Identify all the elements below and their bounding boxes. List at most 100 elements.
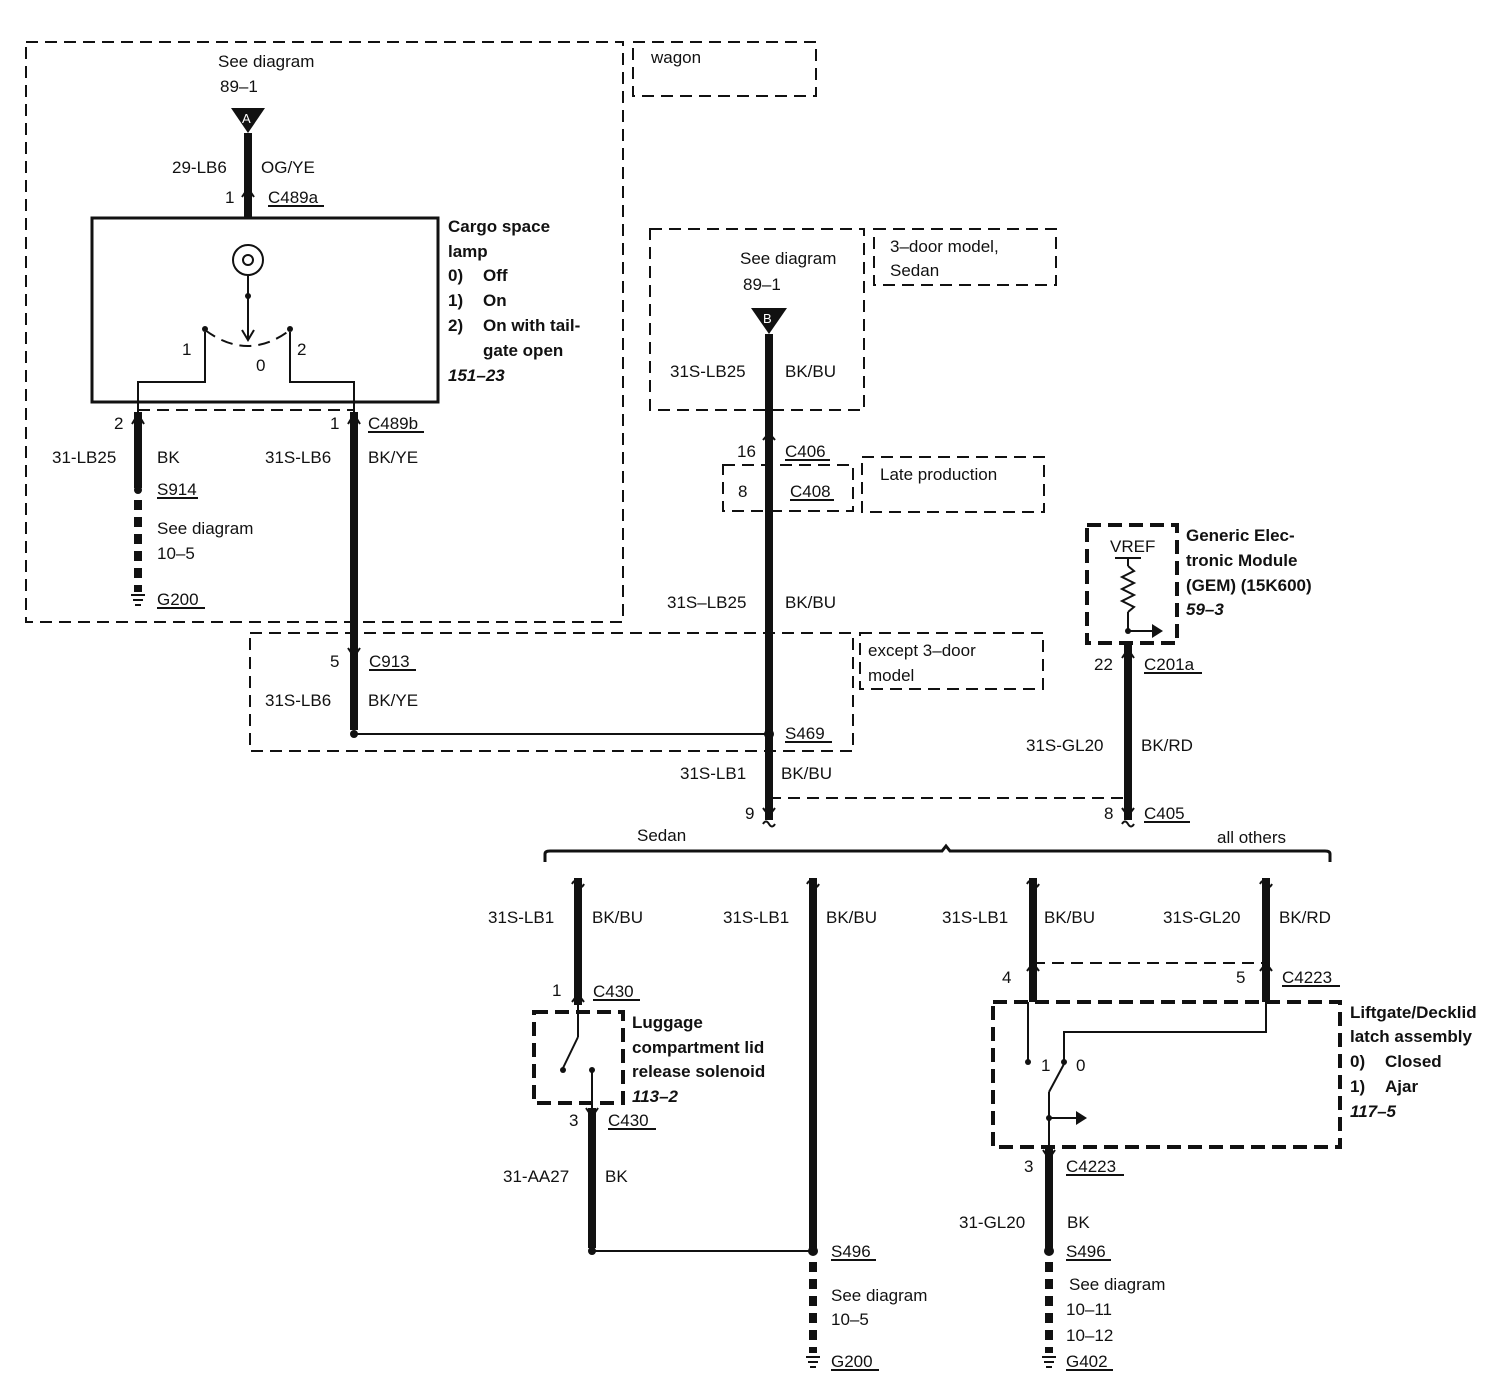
latch-state-0-num: 0) [1350,1052,1365,1071]
c4223-pin4-arrow [1026,961,1040,972]
wire-31s-lb25-lower-color: BK/BU [785,593,836,612]
c406-pin: 16 [737,442,756,461]
c489a-arrow [241,186,255,198]
cargo-lamp-title-1: Cargo space [448,217,550,236]
g402-see-diagram: See diagram [1069,1275,1165,1294]
3door-region-box [649,228,865,411]
wire-31s-lb1-others-color: BK/BU [1044,908,1095,927]
latch-state-1-num: 1) [1350,1077,1365,1096]
latch-state-1: Ajar [1385,1077,1418,1096]
ref-a-triangle [231,108,265,133]
solenoid-title-1: Luggage [632,1013,703,1032]
latch-contact-1 [1025,1059,1031,1065]
c405-right-arrow [1121,807,1135,818]
splice-s914 [134,486,142,494]
wire-31s-lb25-circuit: 31S-LB25 [670,362,746,381]
c4223-pin-5: 5 [1236,968,1245,987]
c489b-id: C489b [368,414,418,433]
c913-pin: 5 [330,652,339,671]
c430-bottom-arrow [585,1107,599,1119]
latch-position-0: 0 [1076,1056,1085,1075]
cargo-lamp-state-0: Off [483,266,508,285]
latch-title-2: latch assembly [1350,1027,1472,1046]
except-3door-label-box [859,632,1044,690]
wagon-label-box [632,41,817,97]
wire-31s-lb1-sedan-1-color: BK/BU [592,908,643,927]
wire-31s-lb1-others-circuit: 31S-LB1 [942,908,1008,927]
wire-31s-lb6-circuit: 31S-LB6 [265,448,331,467]
lamp-bulb-icon [232,244,264,276]
c430-top-arrow [571,992,585,1003]
c489b-pin1-arrow [347,412,361,425]
solenoid-ref: 113–2 [632,1087,679,1106]
ground-icon-g402 [1042,1356,1056,1368]
wire-31s-lb6-lower-circuit: 31S-LB6 [265,691,331,710]
g200a-see-diagram: See diagram [157,519,253,538]
c406-arrow [762,431,776,441]
latch-position-1: 1 [1041,1056,1050,1075]
splice-s469 [764,729,774,739]
solenoid-title-2: compartment lid [632,1038,764,1057]
lamp-position-1: 1 [182,340,191,359]
wire-31s-lb1-sedan-2-color: BK/BU [826,908,877,927]
lamp-switch-node [245,293,251,299]
c489a-pin: 1 [225,188,234,207]
c4223-pin5-arrow [1259,961,1273,972]
c4223-pin-3: 3 [1024,1157,1033,1176]
wire-31s-gl20-circuit: 31S-GL20 [1026,736,1104,755]
wagon-label: wagon [650,48,701,67]
c430-bottom-pin: 3 [569,1111,578,1130]
c489b-pin-2: 2 [114,414,123,433]
c405-id: C405 [1144,804,1185,823]
cargo-lamp-state-1-num: 1) [448,291,463,310]
c201a-pin: 22 [1094,655,1113,674]
wire-31-lb25-circuit: 31-LB25 [52,448,116,467]
c430-top-pin: 1 [552,981,561,1000]
gem-title-2: tronic Module [1186,551,1297,570]
g402-ref-2: 10–12 [1066,1326,1113,1345]
3door-label-line1: 3–door model, [890,237,999,256]
lamp-contact-1-wire [137,332,206,412]
wire-29-lb6-color: OG/YE [261,158,315,177]
lamp-contact-1 [202,326,208,332]
gem-vref-label: VREF [1110,537,1155,556]
lamp-filament-icon [242,254,254,266]
lamp-position-2: 2 [297,340,306,359]
gem-resistor-icon [1119,565,1137,613]
wire-31s-gl20-others-circuit: 31S-GL20 [1163,908,1241,927]
cargo-lamp-state-1: On [483,291,507,310]
c430-bottom-id: C430 [608,1111,649,1130]
ground-icon-g200-left [131,594,145,606]
cargo-lamp-state-2-num: 2) [448,316,463,335]
3door-label-line2: Sedan [890,261,939,280]
c430-top-id: C430 [593,982,634,1001]
gem-title-1: Generic Elec- [1186,526,1295,545]
except-3door-label-line2: model [868,666,914,685]
wire-31-aa27-circuit: 31-AA27 [503,1167,569,1186]
wire-31s-lb1-color: BK/BU [781,764,832,783]
latch-lead-0 [1063,1002,1267,1060]
ref-b-triangle [751,308,787,334]
c913-arrow [347,647,361,659]
splice-s914-label: S914 [157,480,197,499]
c406-id: C406 [785,442,826,461]
ref-a-number: 89–1 [220,77,258,96]
solenoid-switch-blade [562,1036,579,1069]
c489b-pin2-arrow [131,412,145,425]
c4223-bottom-id: C4223 [1066,1157,1116,1176]
wire-29-lb6-circuit: 29-LB6 [172,158,227,177]
g402-ref-1: 10–11 [1066,1300,1112,1319]
wire-31-gl20-circuit: 31-GL20 [959,1213,1025,1232]
c405-pin-8: 8 [1104,804,1113,823]
c201a-arrow [1121,647,1135,659]
c405-pin-9: 9 [745,804,754,823]
c489b-pin-1: 1 [330,414,339,433]
latch-state-0: Closed [1385,1052,1442,1071]
lamp-position-0: 0 [256,356,265,375]
splice-s469-label: S469 [785,724,825,743]
c4223-pin-4: 4 [1002,968,1011,987]
ref-b-number: 89–1 [743,275,781,294]
branch-sedan-label: Sedan [637,826,686,845]
ground-icon-g200-sedan [806,1356,820,1368]
